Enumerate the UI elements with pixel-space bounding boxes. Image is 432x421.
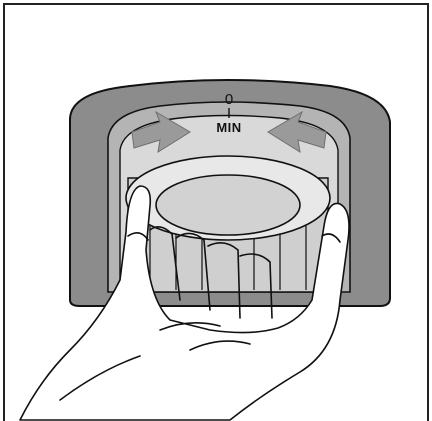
- rotate-left-arrow-icon: [131, 110, 191, 154]
- knob-face: [155, 174, 301, 236]
- rotate-right-arrow-icon: [267, 110, 327, 154]
- picture-border: [3, 3, 429, 421]
- min-label: MIN: [216, 120, 241, 135]
- hand-illustration: [19, 185, 350, 421]
- zero-mark-label: 0: [225, 91, 233, 108]
